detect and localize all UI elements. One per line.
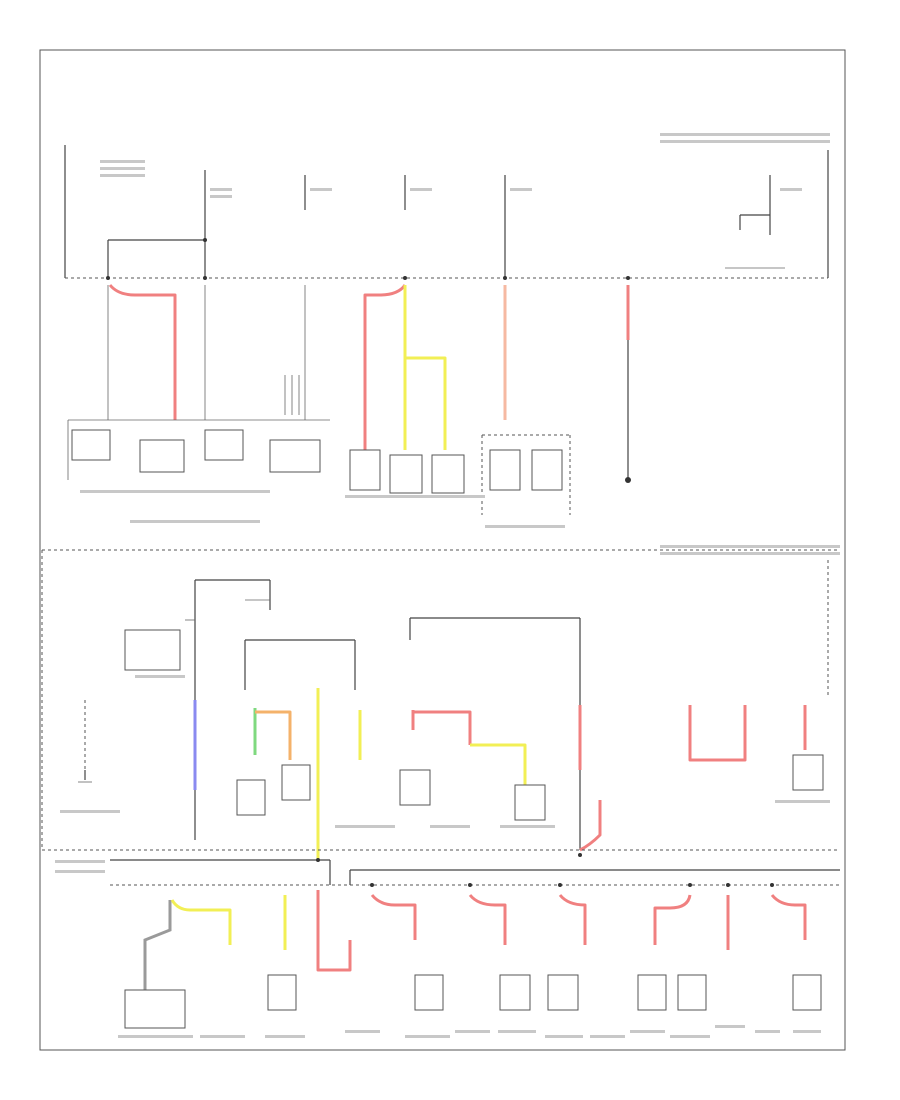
mid-components — [78, 579, 824, 860]
illegible-label-marks — [55, 133, 840, 1038]
mid-frame — [41, 549, 840, 850]
top-connector-row — [67, 419, 571, 515]
bottom-bus — [42, 849, 840, 887]
fuse-block-top — [64, 145, 829, 280]
bottom-component-boxes — [124, 974, 822, 1029]
top-wires — [107, 284, 631, 483]
diagram-frame — [39, 49, 846, 1051]
bottom-wires — [143, 890, 807, 990]
